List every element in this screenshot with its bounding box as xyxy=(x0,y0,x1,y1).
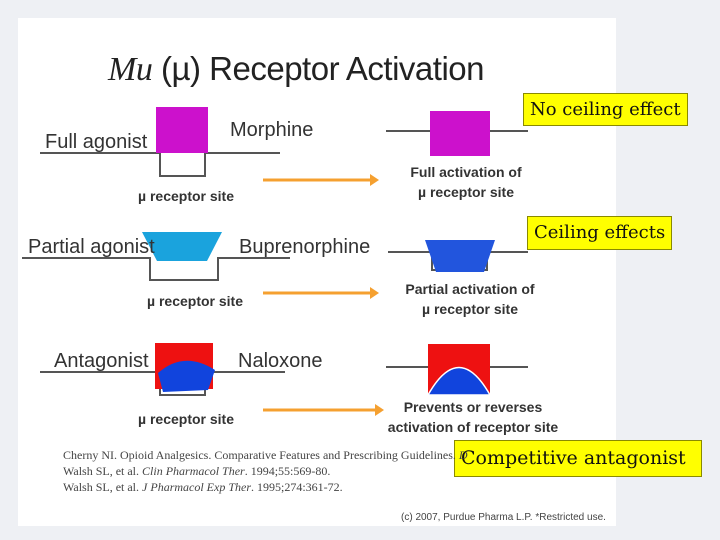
callout-ceiling-effects: Ceiling effects xyxy=(527,216,673,250)
buprenorphine-bound-trapezoid xyxy=(425,240,495,272)
copyright-notice: (c) 2007, Purdue Pharma L.P. *Restricted… xyxy=(401,512,606,523)
citation-3: Walsh SL, et al. J Pharmacol Exp Ther. 1… xyxy=(63,480,343,494)
partial-activation-result xyxy=(388,240,528,272)
label-buprenorphine: Buprenorphine xyxy=(239,236,371,258)
label-receptor-site-2: µ receptor site xyxy=(147,293,243,309)
buprenorphine-trapezoid xyxy=(142,232,222,261)
label-naloxone: Naloxone xyxy=(238,350,323,372)
antagonist-receptor xyxy=(40,343,285,396)
label-receptor-site-1: µ receptor site xyxy=(138,188,234,204)
citation-2: Walsh SL, et al. Clin Pharmacol Ther. 19… xyxy=(63,464,331,478)
label-antagonist: Antagonist xyxy=(54,350,149,372)
partial-agonist-receptor xyxy=(22,232,290,281)
full-activation-result xyxy=(386,111,528,156)
citation-1: Cherny NI. Opioid Analgesics. Comparativ… xyxy=(63,448,468,462)
full-agonist-receptor xyxy=(40,107,280,177)
slide-title: Mu (µ) Receptor Activation xyxy=(108,50,484,88)
label-partial-agonist: Partial agonist xyxy=(28,236,155,258)
label-full-agonist: Full agonist xyxy=(45,131,148,153)
antagonist-result xyxy=(386,344,528,396)
label-receptor-site-3: µ receptor site xyxy=(138,411,234,427)
label-morphine: Morphine xyxy=(230,119,314,141)
callout-competitive-antagonist: Competitive antagonist xyxy=(454,440,702,477)
callout-no-ceiling-effect: No ceiling effect xyxy=(523,93,688,126)
naloxone-bound-dome xyxy=(426,366,492,396)
morphine-bound-square xyxy=(430,111,490,156)
naloxone-blue-blob xyxy=(158,360,215,392)
morphine-square xyxy=(156,107,208,153)
